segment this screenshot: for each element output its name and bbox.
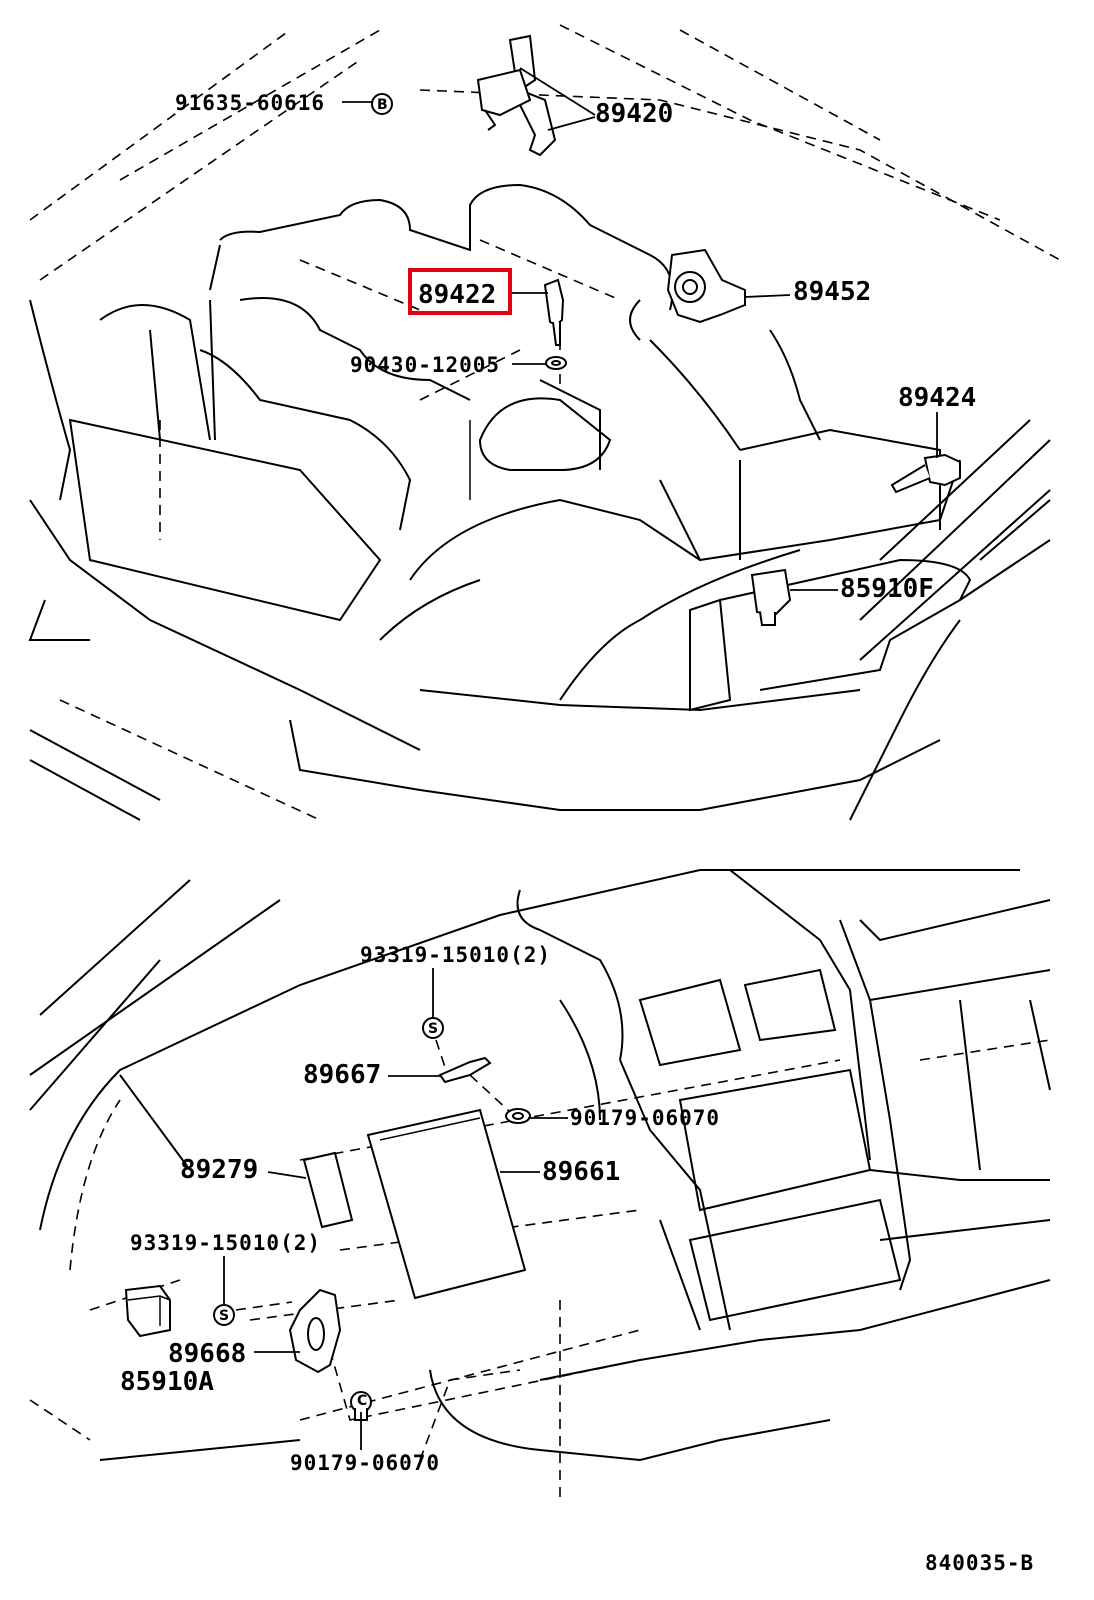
label-90179-06070-bottom[interactable]: 90179-06070 (290, 1451, 440, 1475)
part-89452-drawing (666, 248, 746, 324)
label-89424[interactable]: 89424 (898, 383, 976, 413)
leader-89420-b (519, 67, 596, 116)
part-85910f-drawing (750, 568, 792, 626)
label-89668[interactable]: 89668 (168, 1339, 246, 1369)
screw-s-symbol-top-label: S (428, 1021, 438, 1037)
label-85910f[interactable]: 85910F (840, 574, 934, 604)
screw-s-symbol-bottom-label: S (219, 1308, 229, 1324)
label-93319-15010-top[interactable]: 93319-15010(2) (360, 943, 551, 967)
label-89279[interactable]: 89279 (180, 1155, 258, 1185)
leader-89279 (267, 1171, 307, 1179)
label-89452[interactable]: 89452 (793, 277, 871, 307)
part-89424-drawing (890, 453, 961, 494)
dashboard-illustration (29, 869, 1051, 1500)
part-90430-drawing (545, 356, 567, 370)
bolt-b-symbol-label: B (377, 97, 388, 113)
part-89422-drawing (543, 278, 565, 346)
label-93319-15010-bottom[interactable]: 93319-15010(2) (130, 1231, 321, 1255)
leader-93319-top-dash (435, 1039, 447, 1071)
diagram-code: 840035-B (925, 1551, 1034, 1575)
label-89661[interactable]: 89661 (542, 1157, 620, 1187)
screw-s-symbol-bottom (213, 1304, 235, 1326)
label-90179-06070-top[interactable]: 90179-06070 (570, 1106, 720, 1130)
bolt-b-symbol (371, 93, 393, 115)
label-85910a[interactable]: 85910A (120, 1367, 214, 1397)
leader-89420-a (547, 116, 596, 131)
clip-c-symbol: C (357, 1393, 367, 1409)
leader-93319-bottom-dash (235, 1301, 293, 1311)
label-89422[interactable]: 89422 (418, 280, 496, 310)
part-90179-top-drawing (505, 1108, 531, 1124)
label-89420[interactable]: 89420 (595, 99, 673, 129)
label-91635-60616[interactable]: 91635-60616 (175, 91, 325, 115)
part-85910a-drawing (124, 1284, 171, 1338)
label-90430-12005[interactable]: 90430-12005 (350, 353, 500, 377)
part-89420-drawing (476, 34, 557, 157)
highlight-box-89422 (408, 268, 512, 315)
leader-89667-dash (469, 1074, 511, 1113)
part-90179-bottom-drawing (350, 1391, 372, 1421)
engine-bay-illustration (28, 24, 1061, 821)
part-89279-drawing (302, 1151, 354, 1229)
label-89667[interactable]: 89667 (303, 1060, 381, 1090)
leader-89452 (744, 294, 791, 298)
part-89668-drawing (288, 1288, 342, 1374)
part-89667-drawing (438, 1056, 492, 1084)
part-89661-drawing (366, 1108, 527, 1300)
